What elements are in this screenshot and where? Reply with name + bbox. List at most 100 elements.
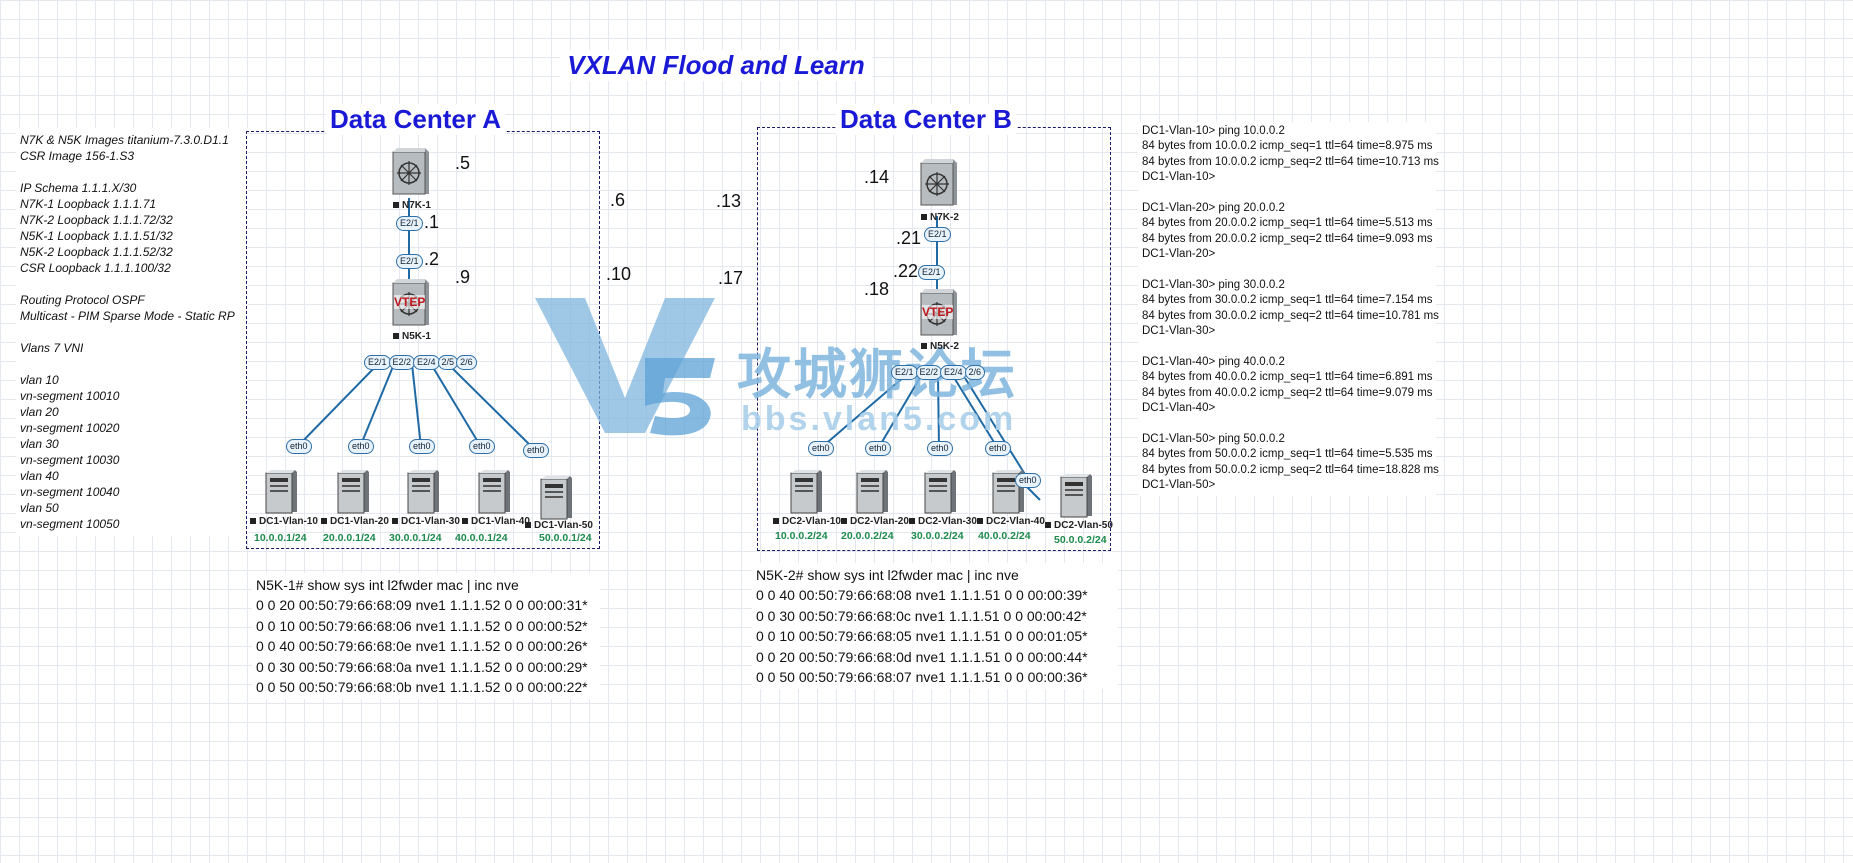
ping-line: 84 bytes from 50.0.0.2 icmp_seq=1 ttl=64… <box>1142 448 1433 461</box>
downlink-port[interactable]: 2/6 <box>456 355 477 370</box>
note-line: Routing Protocol OSPF <box>20 293 145 307</box>
server-icon <box>407 470 439 514</box>
server-icon <box>337 470 369 514</box>
downlink-port[interactable]: E2/1 <box>364 355 391 370</box>
server-icon <box>265 470 297 514</box>
note-line: vn-segment 10030 <box>20 453 120 467</box>
host-subnet: 50.0.0.1/24 <box>539 532 592 544</box>
server-icon <box>540 476 572 520</box>
link-b-host5b <box>1025 485 1041 501</box>
downlink-port[interactable]: 2/5 <box>437 355 459 370</box>
note-line: vn-segment 10040 <box>20 485 120 499</box>
ping-line: 84 bytes from 10.0.0.2 icmp_seq=1 ttl=64… <box>1142 140 1433 153</box>
host-server[interactable] <box>790 468 822 514</box>
nexus-switch-icon <box>920 159 957 206</box>
downlink-port[interactable]: E2/2 <box>915 365 943 380</box>
link-a-host5 <box>447 363 536 451</box>
ip-label: .13 <box>716 191 742 211</box>
nexus-switch-icon <box>392 148 429 195</box>
note-line: IP Schema 1.1.1.X/30 <box>20 181 137 195</box>
host-port[interactable]: eth0 <box>469 439 495 454</box>
host-subnet: 20.0.0.1/24 <box>323 532 376 544</box>
mac-table-row: 0 0 10 00:50:79:66:68:06 nve1 1.1.1.52 0… <box>256 617 588 634</box>
host-server[interactable] <box>856 468 888 514</box>
ip-label: .14 <box>864 167 890 187</box>
n7k-2-switch[interactable] <box>919 155 957 206</box>
host-server[interactable] <box>337 468 369 514</box>
host-port[interactable]: eth0 <box>985 441 1011 456</box>
note-line: vlan 30 <box>20 437 59 451</box>
host-subnet: 50.0.0.2/24 <box>1054 534 1107 546</box>
link-a-host3 <box>411 363 422 448</box>
ip-label: .1 <box>424 212 440 232</box>
host-subnet: 30.0.0.1/24 <box>389 532 442 544</box>
note-line: vn-segment 10010 <box>20 389 120 403</box>
ping-line: DC1-Vlan-10> <box>1142 171 1216 184</box>
n7k-1-switch[interactable] <box>391 144 429 195</box>
vtep-badge-b: VTEP <box>922 305 954 319</box>
vtep-badge-a: VTEP <box>394 295 426 309</box>
n7k-2-label: N7K-2 <box>921 212 959 223</box>
host-server[interactable] <box>265 468 297 514</box>
host-port[interactable]: eth0 <box>865 441 891 456</box>
port-n7k1-e2-1[interactable]: E2/1 <box>396 216 423 231</box>
host-port[interactable]: eth0 <box>286 439 312 454</box>
note-line: CSR Loopback 1.1.1.100/32 <box>20 261 171 275</box>
downlink-port[interactable]: E2/2 <box>388 355 416 370</box>
ping-line: 84 bytes from 20.0.0.2 icmp_seq=2 ttl=64… <box>1142 232 1433 245</box>
host-label: DC2-Vlan-10 <box>773 516 841 527</box>
mac-table-command: N5K-1# show sys int l2fwder mac | inc nv… <box>256 577 519 593</box>
host-server[interactable] <box>540 474 572 520</box>
host-subnet: 20.0.0.2/24 <box>841 530 894 542</box>
host-server[interactable] <box>1060 472 1092 518</box>
host-port[interactable]: eth0 <box>348 439 374 454</box>
ping-line: DC1-Vlan-40> ping 40.0.0.2 <box>1142 356 1285 369</box>
host-subnet: 10.0.0.1/24 <box>254 532 307 544</box>
downlink-port[interactable]: E2/4 <box>413 355 440 370</box>
mac-table-row: 0 0 40 00:50:79:66:68:08 nve1 1.1.1.51 0… <box>756 587 1088 604</box>
note-line: vlan 50 <box>20 501 59 515</box>
ip-label: .5 <box>455 153 471 173</box>
ping-line: 84 bytes from 40.0.0.2 icmp_seq=1 ttl=64… <box>1142 371 1433 384</box>
host-port[interactable]: eth0 <box>808 441 834 456</box>
port-n7k2-e2-1[interactable]: E2/1 <box>924 227 951 242</box>
host-label: DC2-Vlan-50 <box>1045 520 1113 531</box>
server-icon <box>1060 474 1092 518</box>
downlink-port[interactable]: E2/1 <box>891 365 918 380</box>
ping-line: DC1-Vlan-50> <box>1142 479 1216 492</box>
ip-label: .2 <box>424 249 440 269</box>
link-b-host2 <box>878 375 922 448</box>
host-subnet: 40.0.0.2/24 <box>978 530 1031 542</box>
link-a-host1 <box>296 363 379 448</box>
mac-table-row: 0 0 30 00:50:79:66:68:0c nve1 1.1.1.51 0… <box>756 607 1087 624</box>
ping-line: 84 bytes from 40.0.0.2 icmp_seq=2 ttl=64… <box>1142 386 1433 399</box>
port-n5k1-e2-1[interactable]: E2/1 <box>396 254 423 269</box>
n5k-1-label: N5K-1 <box>393 331 431 342</box>
server-icon <box>478 470 510 514</box>
downlink-port[interactable]: E2/4 <box>940 365 967 380</box>
host-server[interactable] <box>407 468 439 514</box>
host-subnet: 10.0.0.2/24 <box>775 530 828 542</box>
host-port[interactable]: eth0 <box>523 443 549 458</box>
note-line: Vlans 7 VNI <box>20 341 84 355</box>
host-port[interactable]: eth0 <box>927 441 953 456</box>
mac-table-row: 0 0 10 00:50:79:66:68:05 nve1 1.1.1.51 0… <box>756 628 1088 645</box>
link-b-host3 <box>937 375 940 448</box>
host-port[interactable]: eth0 <box>1015 473 1041 488</box>
downlink-port[interactable]: 2/6 <box>964 365 986 380</box>
host-server[interactable] <box>478 468 510 514</box>
host-label: DC1-Vlan-30 <box>392 516 460 527</box>
note-line: Multicast - PIM Sparse Mode - Static RP <box>20 309 235 323</box>
host-subnet: 40.0.0.1/24 <box>455 532 508 544</box>
host-port[interactable]: eth0 <box>409 439 435 454</box>
ip-label: .17 <box>718 268 744 288</box>
server-icon <box>924 470 956 514</box>
note-line: vlan 10 <box>20 373 59 387</box>
note-line: vlan 40 <box>20 469 59 483</box>
data-center-b-title: Data Center B <box>836 104 1016 135</box>
host-server[interactable] <box>924 468 956 514</box>
port-n5k2-e2-1[interactable]: E2/1 <box>918 265 945 280</box>
